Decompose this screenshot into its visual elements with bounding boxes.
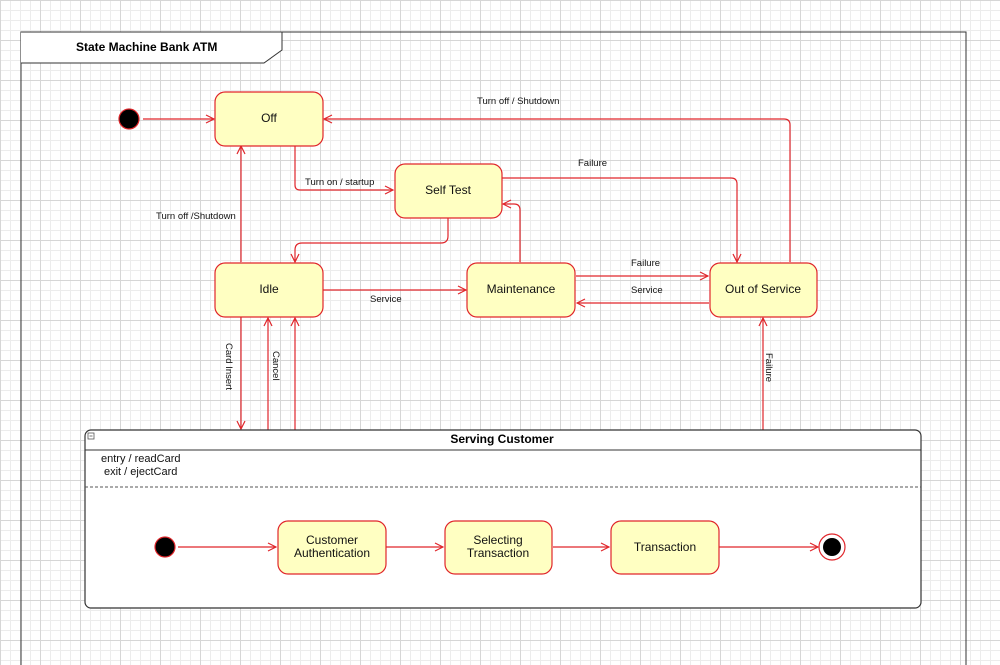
state-maintenance[interactable]: Maintenance [466,262,576,318]
composite-title: Serving Customer [450,432,554,446]
state-customer-authentication[interactable]: Customer Authentication [277,520,387,575]
selftest-to-oos-edge[interactable] [502,177,737,262]
entry-action: entry / readCard [101,453,180,465]
state-idle-label: Idle [259,282,279,296]
state-transaction-label: Transaction [634,540,696,554]
label-turn-off-oos: Turn off / Shutdown [477,96,559,107]
frame: State Machine Bank ATM [20,31,967,665]
label-card-insert: Card Insert [223,343,234,390]
state-idle[interactable]: Idle [214,262,324,318]
exit-action: exit / ejectCard [104,466,177,478]
customer-auth-line2: Authentication [294,546,370,560]
label-service-idle: Service [370,294,402,305]
inner-initial-node [154,536,176,558]
state-off-label: Off [261,111,277,125]
selftest-to-idle-edge[interactable] [295,218,449,262]
transition-labels: Turn on / startup Failure Failure Servic… [156,96,774,390]
label-failure-selftest: Failure [578,158,607,169]
state-off[interactable]: Off [214,91,324,147]
transitions [143,119,791,430]
state-transaction[interactable]: Transaction [610,520,720,575]
label-service-back: Service [631,285,663,296]
off-to-selftest-edge[interactable] [294,146,393,190]
state-self-test[interactable]: Self Test [394,163,503,219]
state-out-of-service[interactable]: Out of Service [709,262,818,318]
state-selecting-transaction[interactable]: Selecting Transaction [444,520,553,575]
label-failure-maintenance: Failure [631,258,660,269]
frame-title: State Machine Bank ATM [76,40,217,54]
label-turn-off-idle: Turn off /Shutdown [156,211,236,222]
selecting-tx-line2: Transaction [467,546,529,560]
oos-to-off-edge[interactable] [324,119,791,262]
state-maintenance-label: Maintenance [487,282,556,296]
label-failure-serving: Failure [763,353,774,382]
final-node [818,533,846,561]
label-turn-on-startup: Turn on / startup [305,177,374,188]
initial-node [118,108,140,130]
customer-auth-line1: Customer [306,533,358,547]
selecting-tx-line1: Selecting [473,533,522,547]
maintenance-to-selftest-edge[interactable] [503,204,521,262]
state-out-of-service-label: Out of Service [725,282,801,296]
state-self-test-label: Self Test [425,183,471,197]
composite-serving-customer[interactable]: Serving Customer entry / readCard exit /… [84,429,922,609]
label-cancel: Cancel [270,351,281,381]
